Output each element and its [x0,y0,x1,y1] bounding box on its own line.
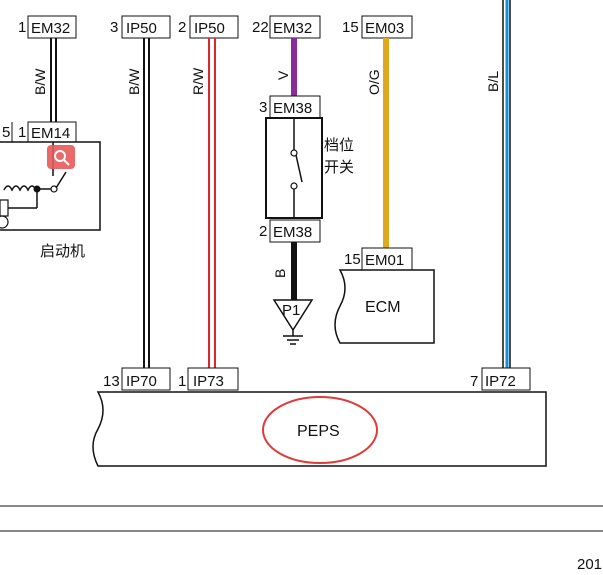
connector-pin: 1 [18,19,26,36]
connector-ip72: 7 IP72 [470,367,531,391]
wire-label-bw-left: B/W [32,68,48,95]
connector-pin: 2 [178,19,186,36]
connector-name: IP73 [193,373,224,390]
connector-ip70: 13 IP70 [103,367,171,391]
highlight-circle [262,396,378,464]
gear-switch-label-line2: 开关 [324,158,354,176]
connector-name: EM03 [365,20,404,37]
connector-pin-left: 5 [2,124,10,141]
gear-position-switch: 档位 开关 [265,117,354,219]
connector-pin: 3 [110,19,118,36]
search-badge[interactable] [47,145,75,169]
connector-name: IP50 [126,20,157,37]
connector-pin: 1 [18,124,26,141]
connector-ip73: 1 IP73 [178,367,239,391]
wire-label-b: B [272,269,288,278]
connector-ip50-a: 3 IP50 [110,15,171,39]
connector-name: EM38 [273,224,312,241]
connector-pin: 13 [103,373,120,390]
connector-name: EM32 [273,20,312,37]
connector-name: IP72 [485,373,516,390]
connector-em03: 15 EM03 [342,15,413,39]
connector-name: EM32 [31,20,70,37]
connector-em38-top: 3 EM38 [259,95,321,119]
peps-label: PEPS [297,423,340,440]
starter-label: 启动机 [40,242,85,260]
connector-name: EM01 [365,252,404,269]
connector-pin: 3 [259,99,267,116]
connector-pin: 22 [252,19,269,36]
wire-label-rw: R/W [190,67,206,95]
connector-name: EM14 [31,125,70,142]
ground-label: P1 [282,302,300,319]
ecm-label: ECM [365,299,401,316]
connector-em32-left: 1 EM32 [18,15,77,39]
page-number: 201 [577,556,602,573]
connector-pin: 15 [342,19,359,36]
peps-module: PEPS [92,391,547,467]
wire-label-v: V [275,70,291,80]
connector-ip50-b: 2 IP50 [178,15,239,39]
ecm-module: ECM [334,269,435,344]
gear-switch-label-line1: 档位 [324,136,354,154]
starter-component: 启动机 [0,141,101,260]
connector-pin: 7 [470,373,478,390]
wire-label-og: O/G [366,69,382,95]
connector-name: IP50 [194,20,225,37]
connector-name: EM38 [273,100,312,117]
wire-label-bl: B/L [485,71,501,92]
connector-em38-bottom: 2 EM38 [259,219,321,243]
connector-pin: 1 [178,373,186,390]
magnifier-icon [54,150,70,166]
wire-label-bw-mid: B/W [126,68,142,95]
connector-em14: 5 1 EM14 [2,121,77,143]
connector-em32-right: 22 EM32 [252,15,321,39]
connector-pin: 2 [259,223,267,240]
connector-em01: 15 EM01 [344,247,413,271]
connector-pin: 15 [344,251,361,268]
ground-p1: P1 [272,299,314,345]
connector-name: IP70 [126,373,157,390]
